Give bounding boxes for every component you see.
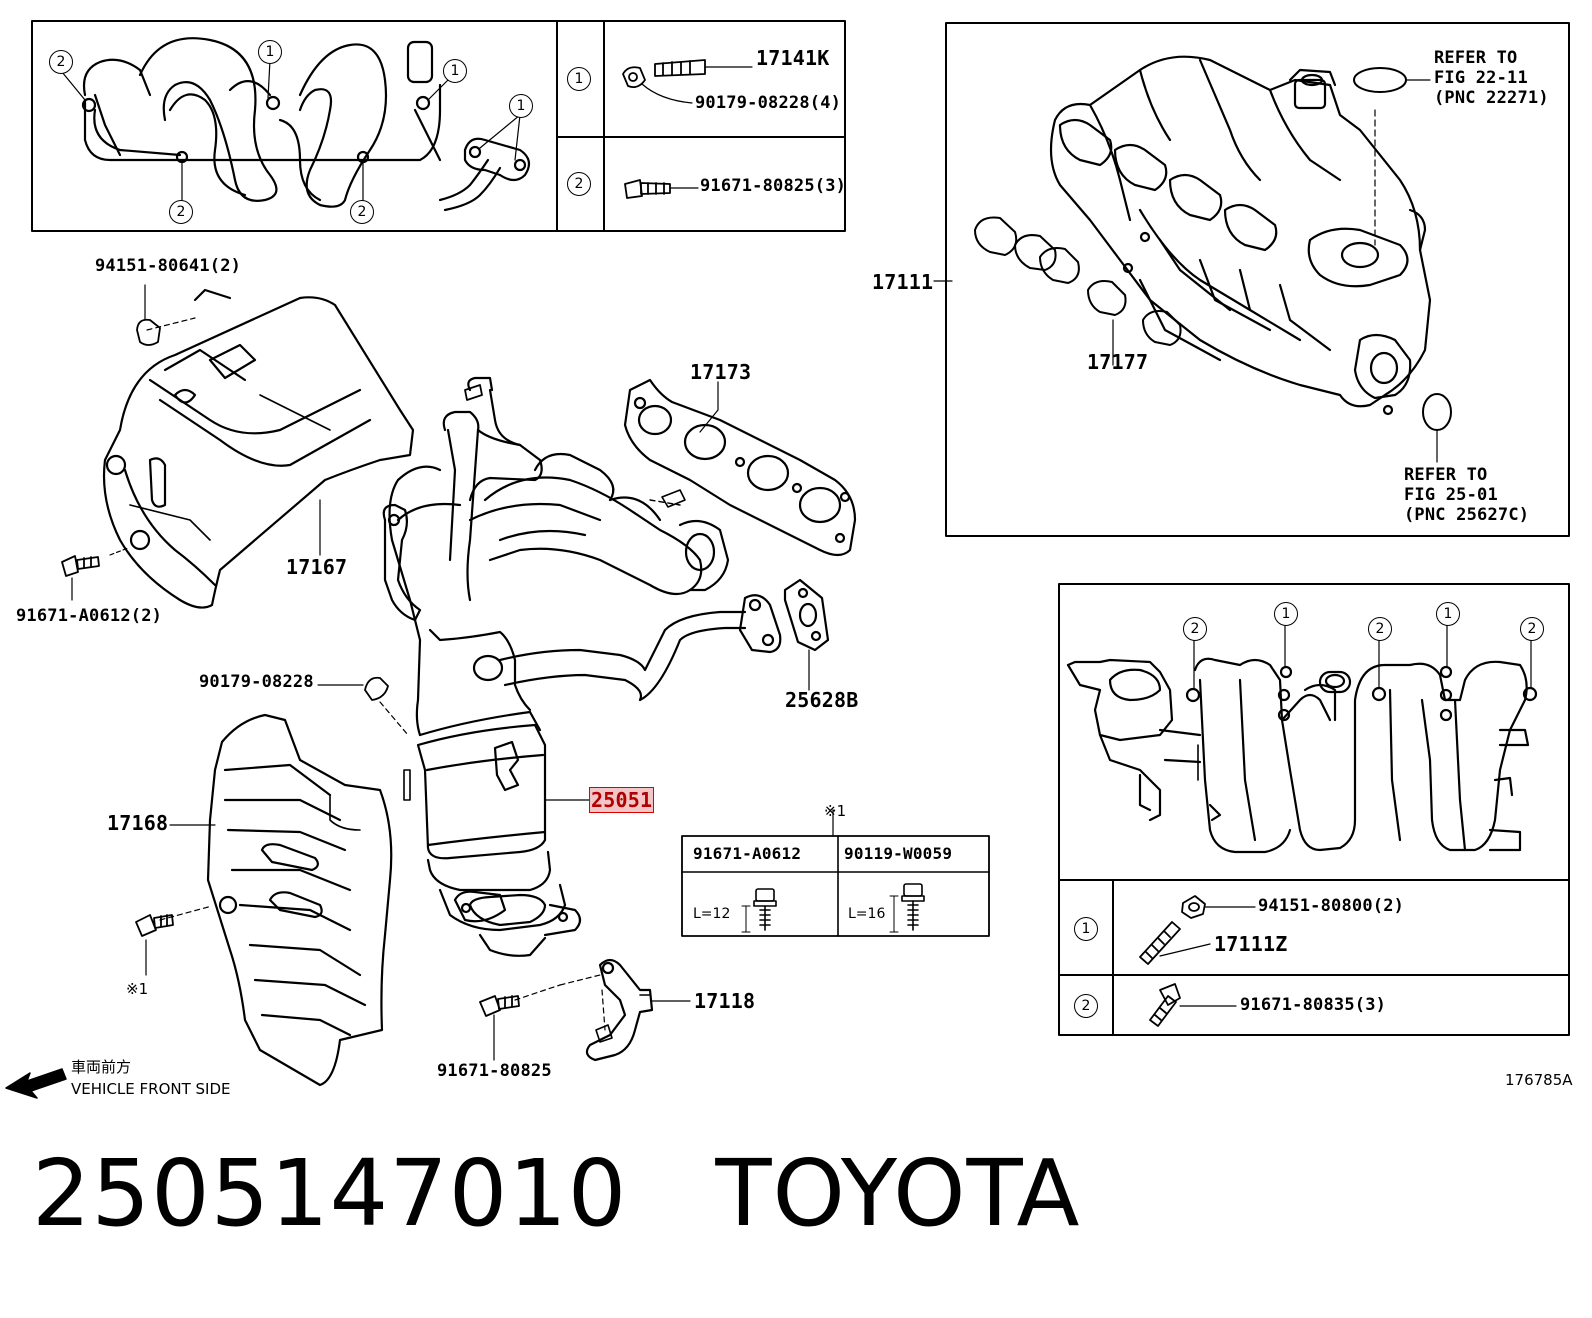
circled-index: 1 — [443, 59, 467, 83]
table-col-part: 90119-W0059 — [844, 844, 953, 863]
part-91671-80825: 91671-80825 — [437, 1061, 552, 1081]
part-94151-80641: 94151-80641(2) — [95, 256, 242, 276]
figure-id: 176785A — [1505, 1071, 1573, 1089]
direction-english: VEHICLE FRONT SIDE — [71, 1080, 231, 1098]
circled-index: 2 — [169, 200, 193, 224]
circled-index: 1 — [1274, 602, 1298, 626]
table-length: L=12 — [693, 906, 731, 922]
part-17167: 17167 — [286, 555, 348, 579]
footer-part-number: 2505147010 — [32, 1140, 628, 1247]
part-91671-80835: 91671-80835(3) — [1240, 995, 1387, 1015]
circled-index: 1 — [509, 94, 533, 118]
bracket — [585, 958, 654, 1062]
table-col-part: 91671-A0612 — [693, 844, 802, 863]
table-bolts — [741, 883, 925, 933]
circled-index: 2 — [1368, 617, 1392, 641]
part-25051-label: 25051 — [588, 787, 655, 813]
refer-note-top: REFER TO FIG 22-11 (PNC 22271) — [1434, 48, 1549, 108]
part-17118: 17118 — [694, 989, 756, 1013]
exhaust-manifold-converter — [382, 376, 730, 957]
heat-shield-lower — [206, 713, 393, 1087]
part-17141K: 17141K — [756, 46, 830, 70]
part-17168: 17168 — [107, 811, 169, 835]
circled-index: 2 — [49, 50, 73, 74]
circled-index: 2 — [350, 200, 374, 224]
part-90179-08228-x4: 90179-08228(4) — [695, 93, 842, 113]
direction-japanese: 車両前方 — [71, 1058, 132, 1076]
legend-index: 1 — [567, 67, 591, 91]
table-length: L=16 — [848, 906, 886, 922]
refer-note-bottom: REFER TO FIG 25-01 (PNC 25627C) — [1404, 465, 1529, 525]
refer-line: REFER TO — [1404, 465, 1488, 485]
legend-fasteners-top — [622, 59, 753, 199]
legend-index: 1 — [1074, 917, 1098, 941]
part-91671-80825-x3: 91671-80825(3) — [700, 176, 847, 196]
part-17173: 17173 — [690, 360, 752, 384]
bolt-91671-80825 — [479, 995, 520, 1017]
part-17177: 17177 — [1087, 350, 1149, 374]
manifold-gasket — [623, 378, 857, 557]
egr-pipe — [498, 578, 830, 702]
refer-line: (PNC 22271) — [1434, 88, 1549, 108]
circled-index: 2 — [1520, 617, 1544, 641]
intake-manifold — [1049, 55, 1432, 416]
circled-index: 2 — [1183, 617, 1207, 641]
part-25051-highlighted: 25051 — [588, 787, 655, 813]
table-mark: ※1 — [824, 802, 847, 820]
front-arrow — [5, 1068, 67, 1099]
intake-gaskets — [974, 216, 1182, 346]
legend-index: 2 — [1074, 994, 1098, 1018]
refer-line: (PNC 25627C) — [1404, 505, 1530, 525]
refer-line: REFER TO — [1434, 48, 1518, 68]
circled-index: 1 — [258, 40, 282, 64]
legend-fasteners-bottom — [1139, 895, 1256, 1027]
heat-shield-upper — [102, 288, 415, 609]
refer-line: FIG 25-01 — [1404, 485, 1498, 505]
legend-index: 2 — [567, 172, 591, 196]
note-mark: ※1 — [126, 980, 149, 998]
part-25628B: 25628B — [785, 688, 859, 712]
bolt-note-1 — [135, 914, 174, 937]
footer-brand: TOYOTA — [715, 1140, 1081, 1247]
nut-94151-80641 — [136, 318, 161, 346]
intake-manifold-side — [1066, 657, 1538, 854]
part-17111Z: 17111Z — [1214, 932, 1288, 956]
circled-index: 1 — [1436, 602, 1460, 626]
refer-line: FIG 22-11 — [1434, 68, 1528, 88]
stud-top — [464, 384, 483, 401]
part-17111: 17111 — [872, 270, 934, 294]
part-94151-80800: 94151-80800(2) — [1258, 896, 1405, 916]
part-90179-08228: 90179-08228 — [199, 672, 314, 692]
part-91671-A0612: 91671-A0612(2) — [16, 606, 163, 626]
bolt-91671-A0612 — [61, 555, 100, 577]
